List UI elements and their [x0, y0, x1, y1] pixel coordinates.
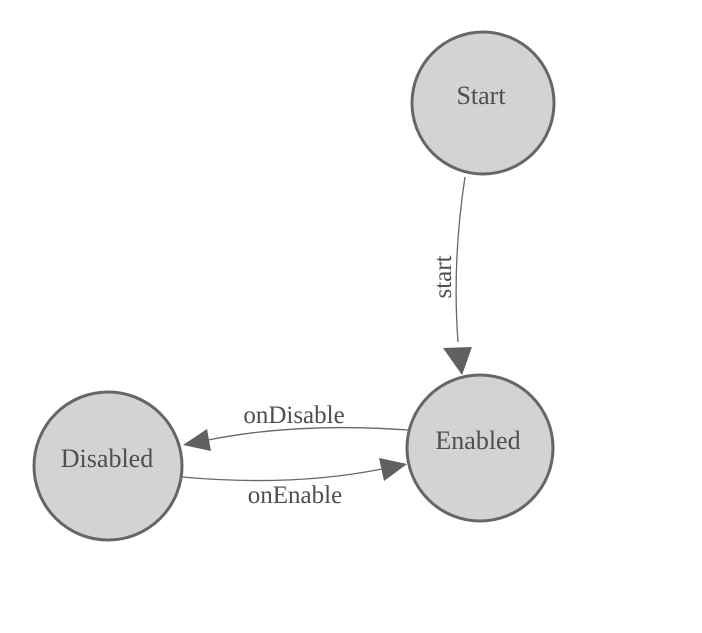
state-node-start-label: Start	[456, 81, 506, 110]
state-node-enabled	[405, 373, 555, 523]
arrowhead-enabled-to-disabled	[183, 429, 211, 451]
edge-label-start: start	[430, 255, 457, 298]
state-node-start	[410, 30, 556, 176]
edge-start-to-enabled	[455, 176, 466, 343]
arrowhead-disabled-to-enabled	[379, 458, 407, 481]
edge-disabled-to-enabled	[181, 468, 383, 482]
arrowhead-start-to-enabled	[443, 347, 472, 375]
edge-label-onenable: onEnable	[248, 482, 342, 509]
state-node-enabled-label: Enabled	[435, 426, 520, 455]
edge-label-ondisable: onDisable	[243, 402, 344, 429]
edge-enabled-to-disabled	[207, 426, 409, 441]
state-node-disabled	[32, 390, 184, 542]
state-node-disabled-label: Disabled	[61, 444, 153, 473]
